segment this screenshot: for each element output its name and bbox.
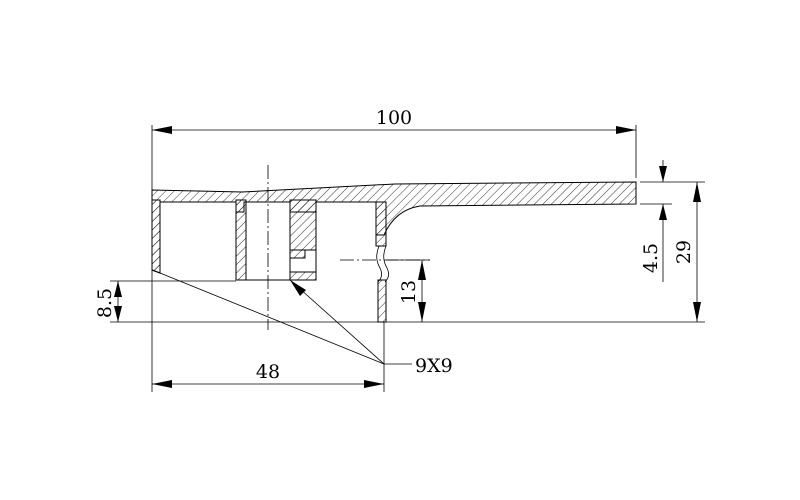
dim-center-width: 48 [152, 361, 384, 388]
dim-text-8-5: 8.5 [94, 288, 116, 318]
center-right-block [289, 271, 317, 281]
center-right-wall [289, 199, 317, 259]
dim-overall-height: 29 [673, 182, 701, 322]
profile-section [151, 181, 637, 323]
profile-outlines [236, 200, 389, 283]
dim-top-thickness: 4.5 [640, 160, 667, 282]
right-web-lower [377, 279, 387, 323]
center-left-wall [235, 199, 247, 281]
dim-text-29: 29 [673, 240, 695, 264]
extension-lines [110, 125, 705, 392]
break-line [376, 245, 382, 283]
dim-lip-height: 8.5 [94, 281, 122, 322]
dim-text-48: 48 [256, 361, 280, 383]
dim-text-4-5: 4.5 [640, 243, 662, 273]
right-web [375, 201, 387, 247]
left-wall [151, 199, 161, 274]
dim-overall-width: 100 [152, 107, 636, 134]
dim-text-100: 100 [376, 107, 412, 129]
dim-slot-height: 13 [386, 259, 430, 322]
top-slab [151, 181, 637, 274]
dim-text-13: 13 [398, 280, 420, 304]
slot-callout: 9X9 [159, 272, 453, 377]
callout-text-9x9: 9X9 [415, 355, 453, 377]
